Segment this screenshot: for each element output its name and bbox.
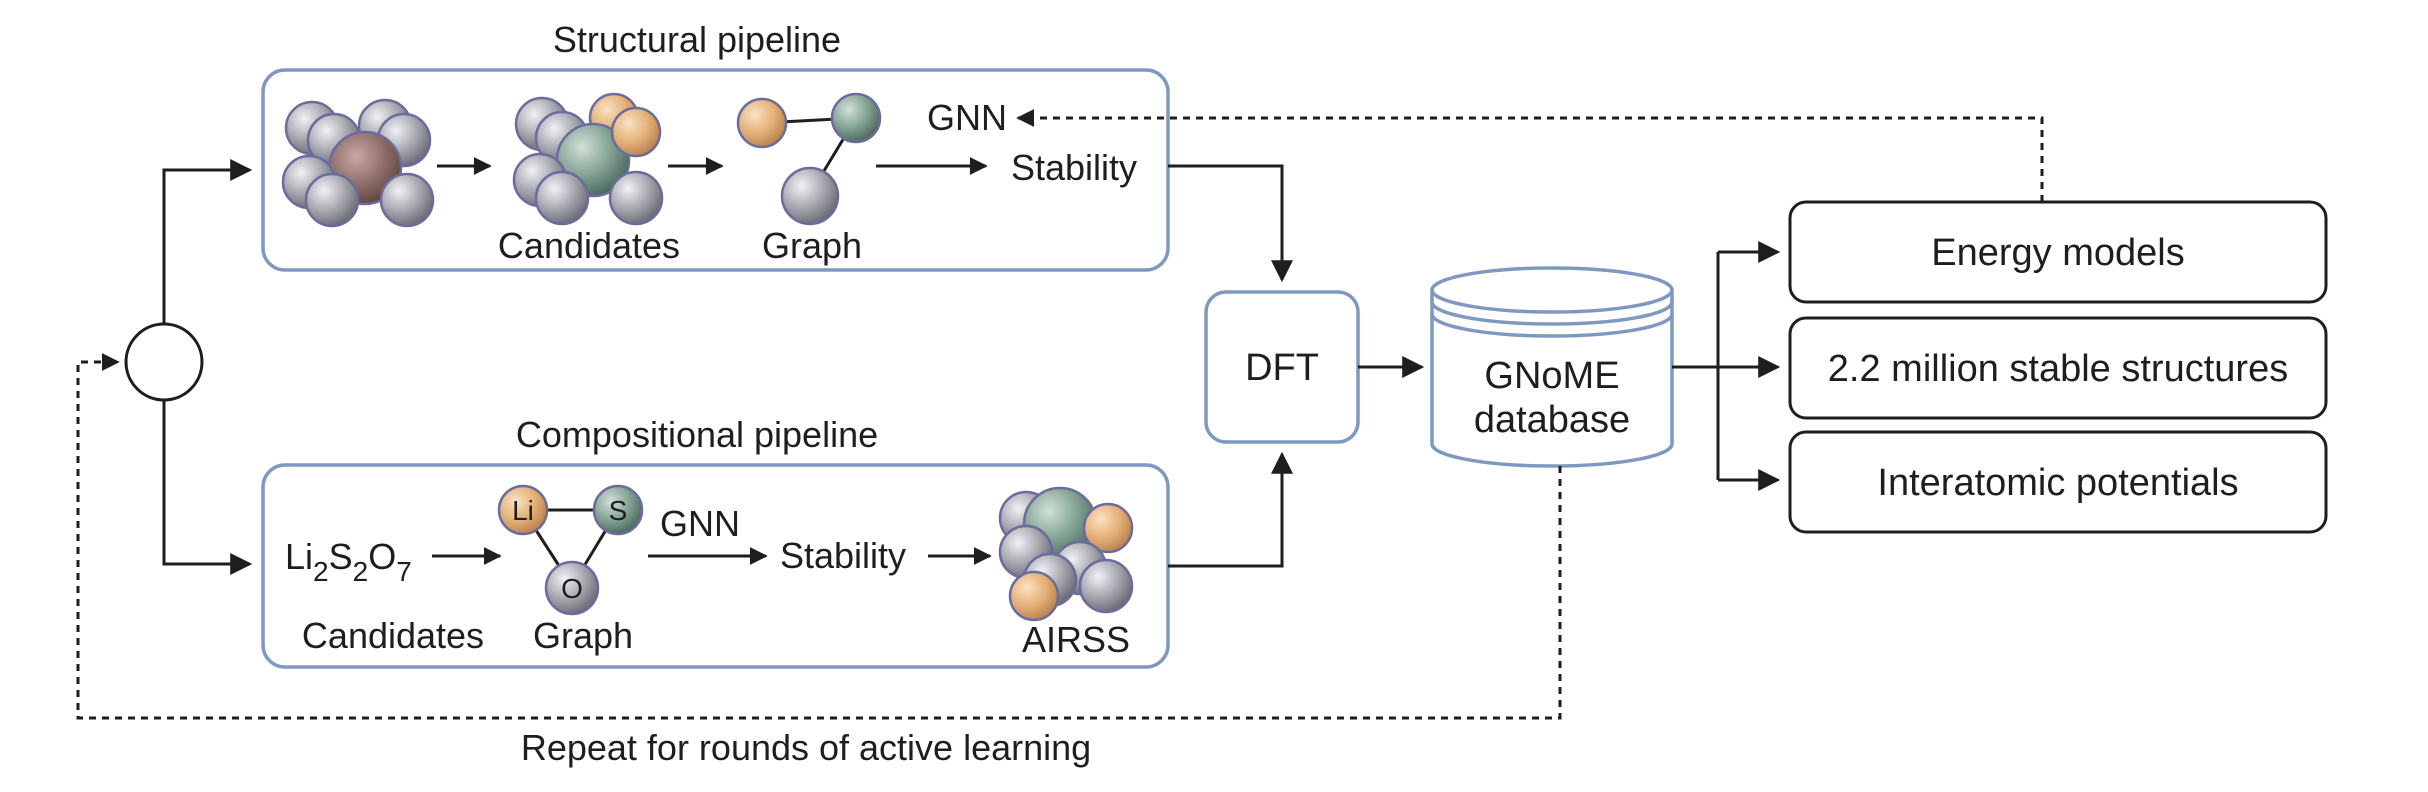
structural-gnn-label: GNN <box>927 97 1007 138</box>
arrow-compositional-to-dft <box>1168 451 1293 568</box>
compositional-pipeline-title: Compositional pipeline <box>516 414 878 455</box>
arrow-branch-to-compositional <box>162 400 253 575</box>
arrow-structural-to-dft <box>1168 164 1293 283</box>
output-connector <box>1672 252 1720 480</box>
graph-node-s: S <box>609 495 628 526</box>
database-cylinder-icon <box>1430 266 1674 468</box>
compositional-graph-label: Graph <box>533 615 633 656</box>
compositional-candidates-label: Candidates <box>302 615 484 656</box>
active-learning-label: Repeat for rounds of active learning <box>521 727 1091 768</box>
compositional-stability-label: Stability <box>780 535 906 576</box>
interatomic-potentials-box <box>1788 430 2328 534</box>
structural-graph-icon <box>736 92 882 226</box>
branch-node <box>124 322 204 402</box>
structural-graph-label: Graph <box>762 225 862 266</box>
crystal-cluster-icon <box>281 98 435 228</box>
graph-node-li: Li <box>512 495 534 526</box>
compositional-gnn-label: GNN <box>660 503 740 544</box>
composition-graph-icon <box>497 484 644 616</box>
energy-models-label: Energy models <box>1931 232 2184 274</box>
candidate-structure-icon <box>512 92 664 226</box>
arrow-branch-to-structural <box>162 159 253 324</box>
structural-pipeline-title: Structural pipeline <box>553 19 841 60</box>
stable-structures-box <box>1788 316 2328 420</box>
dft-label: DFT <box>1245 347 1319 389</box>
energy-models-box <box>1788 200 2328 304</box>
stable-structures-label: 2.2 million stable structures <box>1828 348 2288 390</box>
database-label-line2: database <box>1474 399 1630 441</box>
interatomic-potentials-label: Interatomic potentials <box>1877 462 2238 504</box>
structural-candidates-label: Candidates <box>498 225 680 266</box>
feedback-energy-to-gnn <box>1016 109 2044 202</box>
structural-stability-label: Stability <box>1011 147 1137 188</box>
feedback-active-learning-loop <box>76 353 1562 720</box>
airss-label: AIRSS <box>1022 619 1130 660</box>
composition-formula: Li2S2O7 <box>285 536 412 587</box>
graph-node-o: O <box>561 573 583 604</box>
airss-structure-icon <box>998 486 1134 622</box>
database-label-line1: GNoME <box>1484 355 1619 397</box>
